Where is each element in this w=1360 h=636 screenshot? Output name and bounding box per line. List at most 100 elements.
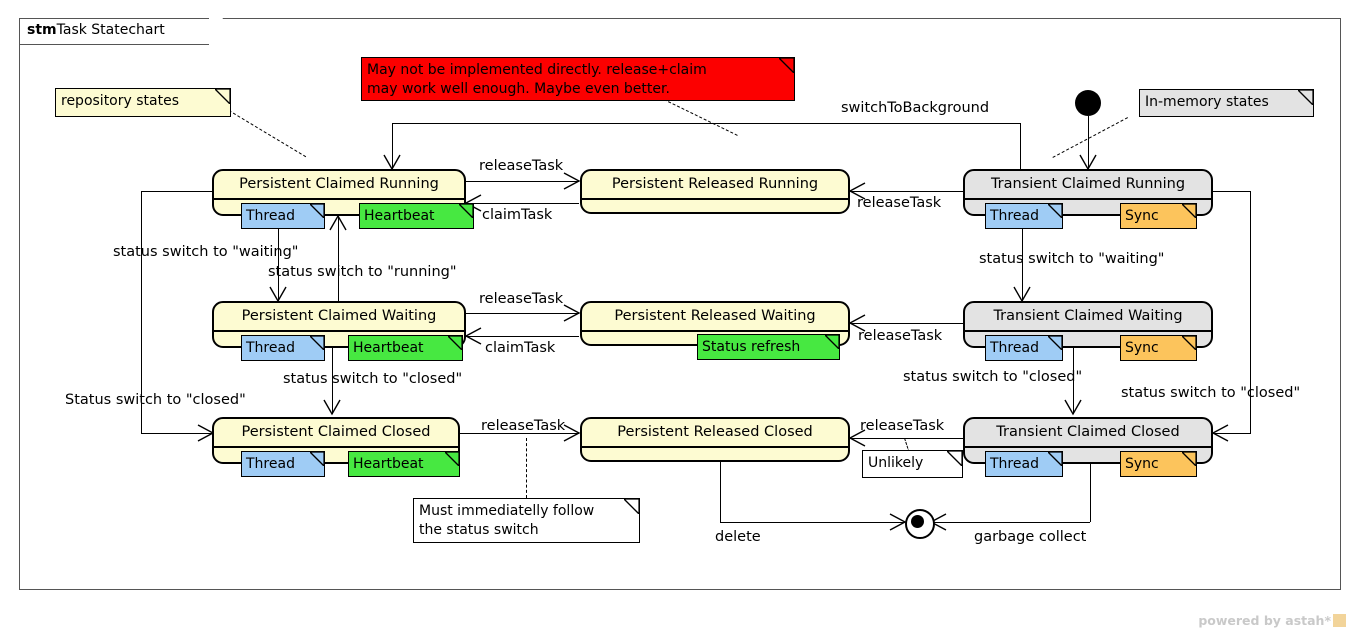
note-repository-states-text: repository states [61,93,180,109]
note-unlikely-text: Unlikely [868,455,924,471]
note-in-memory-states-text: In-memory states [1145,94,1269,110]
label-release-task-5: releaseTask [481,418,566,434]
state-divider [214,330,464,332]
label-delete: delete [715,529,761,545]
state-persistent-released-closed[interactable]: Persistent Released Closed [580,417,850,462]
tag-label: Heartbeat [353,340,424,356]
state-title: Persistent Claimed Waiting [241,308,437,324]
state-persistent-released-running[interactable]: Persistent Released Running [580,169,850,214]
state-title: Persistent Claimed Closed [241,424,431,440]
state-divider [582,198,848,200]
tag-thread-pcw: Thread [241,335,325,361]
label-status-switch-closed-2: Status switch to "closed" [65,392,246,408]
line-tcc-right-h [1213,433,1251,434]
note-fold-icon [624,499,639,514]
tag-thread-tcr: Thread [985,203,1063,229]
note-fold-icon [947,451,962,466]
note-fold-icon [445,452,459,466]
label-garbage-collect: garbage collect [974,529,1087,545]
line-switch-to-background-h [392,123,1021,124]
line-initial-to-transient-running [1088,116,1089,169]
line-pcc-to-prc [460,433,579,434]
diagram-frame-tab [19,18,223,45]
note-fold-icon [310,452,324,466]
line-pcr-to-prr [466,181,579,182]
state-title: Persistent Released Closed [617,424,813,440]
line-tcc-to-final-h [931,522,1090,523]
state-divider [965,330,1211,332]
astah-watermark: powered by astah* [1198,613,1346,628]
diagram-kind: stm [27,22,57,38]
tag-label: Thread [246,208,295,224]
diagram-title-text: Task Statechart [56,22,165,38]
state-divider [582,446,848,448]
note-fold-icon [1048,452,1062,466]
state-divider [582,330,848,332]
label-status-switch-closed-3: status switch to "closed" [903,369,1083,385]
line-pcr-to-pcw [278,216,279,301]
tag-sync-tcw: Sync [1120,335,1197,361]
label-release-task-2: releaseTask [857,195,942,211]
line-pcr-left-h [141,191,213,192]
state-divider [965,446,1211,448]
note-fold-icon [779,58,794,73]
state-title: Transient Claimed Closed [996,424,1180,440]
note-fold-icon [310,204,324,218]
tag-thread-tcc: Thread [985,451,1063,477]
state-title: Persistent Claimed Running [239,176,439,192]
note-in-memory-states: In-memory states [1139,89,1314,117]
note-fold-icon [215,89,230,104]
line-switch-to-background-v-right [1020,123,1021,169]
line-prc-to-final-v [720,457,721,522]
line-tcw-to-prw [850,323,963,324]
line-tcr-to-prr [850,191,963,192]
note-fold-icon [310,336,324,350]
label-release-task-3: releaseTask [479,291,564,307]
note-must-follow-line2: the status switch [419,522,539,538]
line-tcw-to-tcc [1073,348,1074,414]
note-must-follow-line1: Must immediatelly follow [419,503,595,519]
label-switch-to-background: switchToBackground [841,100,990,116]
initial-node [1075,90,1101,116]
line-pcw-to-pcr [338,216,339,302]
state-title: Persistent Released Waiting [614,308,816,324]
note-warning-line1: May not be implemented directly. release… [367,62,707,78]
label-status-switch-closed-4: status switch to "closed" [1121,385,1301,401]
tag-sync-tcr: Sync [1120,203,1197,229]
line-switch-to-background-v-left [392,123,393,169]
line-prw-to-pcw [466,336,579,337]
label-release-task-4: releaseTask [858,328,943,344]
label-status-switch-running: status switch to "running" [268,264,457,280]
tag-sync-tcc: Sync [1120,451,1197,477]
note-fold-icon [1182,204,1196,218]
note-warning-line2: may work well enough. Maybe even better. [367,81,670,97]
note-fold-icon [1298,90,1313,105]
diagram-title: stmTask Statechart [27,22,165,38]
state-divider [214,446,458,448]
note-fold-icon [1182,452,1196,466]
line-tcc-to-final-v [1090,457,1091,522]
note-fold-icon [1048,204,1062,218]
note-fold-icon [459,204,473,218]
line-pcw-to-prw [466,313,579,314]
tag-label: Thread [246,456,295,472]
note-fold-icon [1048,336,1062,350]
note-repository-states: repository states [55,88,231,117]
tag-thread-pcc: Thread [241,451,325,477]
note-fold-icon [448,336,462,350]
note-fold-icon [825,335,839,349]
tag-label: Heartbeat [364,208,435,224]
label-status-switch-waiting-1: status switch to "waiting" [113,244,299,260]
label-release-task-6: releaseTask [860,418,945,434]
final-node [905,509,935,539]
line-tcc-to-prc [850,438,963,439]
line-tcr-to-tcw [1022,216,1023,301]
note-fold-icon [1182,336,1196,350]
note-anchor-must-follow [526,438,527,498]
state-divider [214,198,464,200]
line-pcr-left-v [141,191,142,433]
line-tcr-right-h [1213,191,1251,192]
line-pcw-to-pcc [332,348,333,414]
state-transient-claimed-running[interactable]: Transient Claimed Running [963,169,1213,216]
